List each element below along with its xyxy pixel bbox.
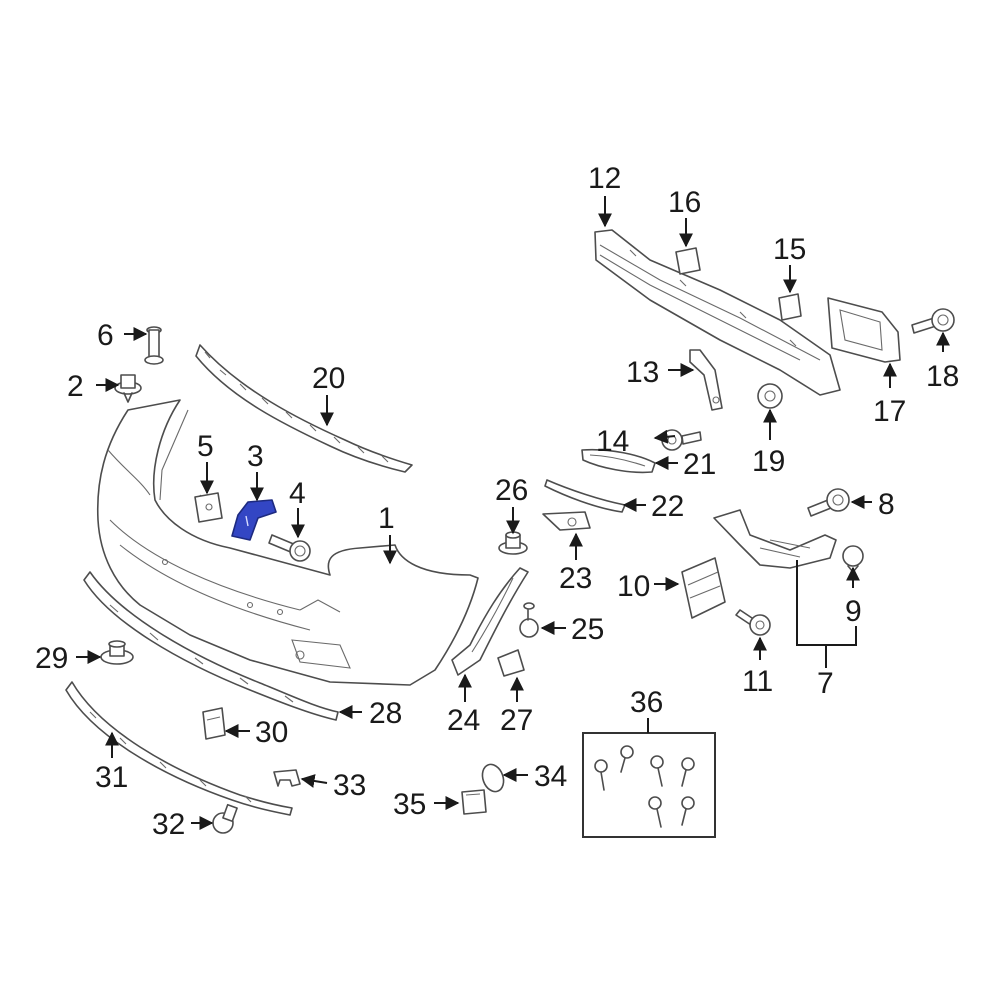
callout-33: 33: [333, 769, 366, 802]
callout-5: 5: [197, 430, 214, 463]
callout-30: 30: [255, 716, 288, 749]
screw-d: [681, 757, 695, 787]
screw-b: [620, 745, 634, 773]
callout-31: 31: [95, 761, 128, 794]
callout-16: 16: [668, 186, 701, 219]
callout-18: 18: [926, 360, 959, 393]
part-26-clip[interactable]: [498, 531, 528, 555]
callout-1: 1: [378, 502, 395, 535]
part-19-nut[interactable]: [757, 383, 783, 409]
part-4-bolt[interactable]: [268, 534, 311, 562]
callout-10: 10: [617, 570, 650, 603]
leader-lines: [76, 196, 950, 830]
callout-25: 25: [571, 613, 604, 646]
part-13-bracket[interactable]: [689, 349, 723, 411]
screw-e: [648, 796, 662, 828]
part-1-bumper-cover[interactable]: [96, 399, 479, 686]
callout-27: 27: [500, 704, 533, 737]
callout-20: 20: [312, 362, 345, 395]
callout-4: 4: [289, 477, 306, 510]
part-35-pad[interactable]: [461, 789, 487, 815]
callout-14: 14: [596, 425, 629, 458]
callout-15: 15: [773, 233, 806, 266]
part-10-bracket[interactable]: [681, 557, 726, 619]
screw-c: [650, 755, 664, 787]
part-27-bracket[interactable]: [497, 649, 525, 677]
callout-11: 11: [742, 665, 773, 698]
callout-23: 23: [559, 562, 592, 595]
part-34-grommet[interactable]: [479, 761, 507, 794]
callout-22: 22: [651, 490, 684, 523]
callout-21: 21: [683, 448, 716, 481]
callout-29: 29: [35, 642, 68, 675]
screw-f: [681, 796, 695, 826]
part-31-lower-garnish[interactable]: [65, 681, 293, 816]
callout-6: 6: [97, 319, 114, 352]
callout-13: 13: [626, 356, 659, 389]
part-25-screw[interactable]: [519, 602, 539, 638]
part-7-side-bracket[interactable]: [713, 509, 837, 569]
part-3-bracket-highlighted[interactable]: [231, 499, 277, 541]
callout-12: 12: [588, 162, 621, 195]
callout-labels: 1 2 3 4 5 6 7 8 9 10 11 12 13 14 15 16 1…: [35, 162, 959, 841]
callout-36: 36: [630, 686, 663, 719]
part-14-bolt[interactable]: [661, 429, 702, 451]
callout-7: 7: [817, 667, 834, 700]
part-2-clip[interactable]: [114, 374, 142, 403]
callout-17: 17: [873, 395, 906, 428]
part-32-pin[interactable]: [212, 803, 238, 834]
callout-9: 9: [845, 595, 862, 628]
callout-2: 2: [67, 370, 84, 403]
part-5-bracket[interactable]: [194, 492, 223, 523]
part-8-bolt[interactable]: [807, 488, 850, 517]
part-30-clip[interactable]: [202, 707, 226, 740]
callout-8: 8: [878, 488, 895, 521]
part-6-pin[interactable]: [144, 326, 164, 365]
part-36-screw-kit[interactable]: [582, 732, 716, 838]
part-18-bolt[interactable]: [911, 308, 955, 334]
part-29-clip[interactable]: [100, 640, 134, 665]
part-21-reflector[interactable]: [581, 448, 656, 474]
part-12-reinforcement-beam[interactable]: [594, 229, 841, 396]
callout-3: 3: [247, 440, 264, 473]
part-24-side-molding[interactable]: [451, 567, 529, 676]
part-23-bracket[interactable]: [542, 511, 591, 531]
callout-24: 24: [447, 704, 480, 737]
screw-a: [594, 759, 608, 791]
part-22-strip[interactable]: [544, 479, 626, 513]
part-17-bracket-plate[interactable]: [827, 297, 901, 363]
part-20-upper-strip[interactable]: [195, 344, 413, 473]
callout-26: 26: [495, 474, 528, 507]
part-15-bracket[interactable]: [778, 293, 802, 321]
callout-34: 34: [534, 760, 567, 793]
callout-32: 32: [152, 808, 185, 841]
part-33-clip[interactable]: [273, 769, 301, 787]
part-28-lower-lip[interactable]: [83, 571, 339, 721]
callout-35: 35: [393, 788, 426, 821]
callout-28: 28: [369, 697, 402, 730]
part-16-bracket[interactable]: [675, 247, 701, 275]
callout-19: 19: [752, 445, 785, 478]
part-11-bolt[interactable]: [735, 609, 771, 636]
